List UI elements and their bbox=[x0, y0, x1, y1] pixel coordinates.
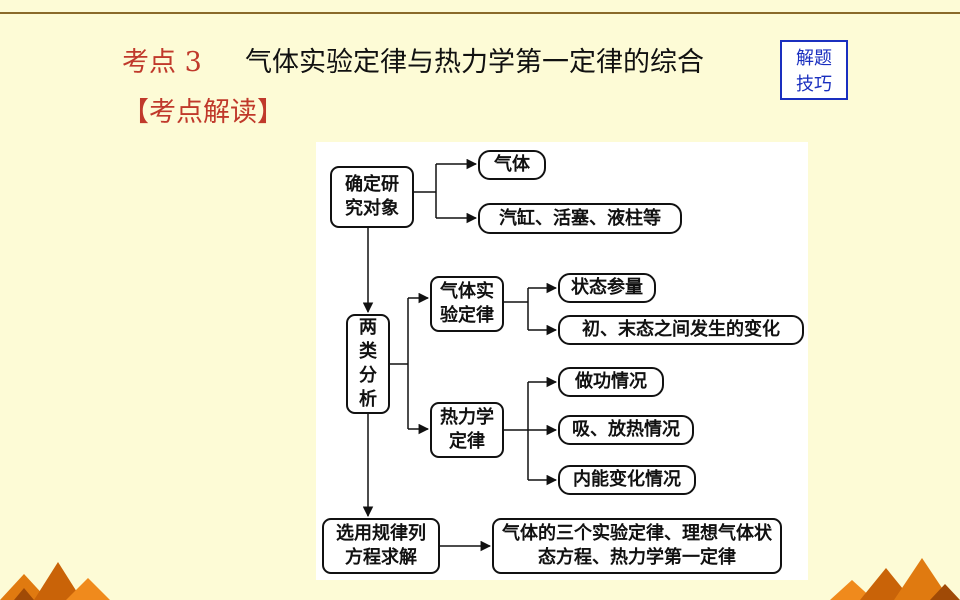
node-work: 做功情况 bbox=[558, 367, 664, 397]
flowchart-panel: 确定研究对象 气体 汽缸、活塞、液柱等 两类分析 气体实验定律 状态参量 初、末… bbox=[316, 142, 808, 580]
tips-line-2: 技巧 bbox=[796, 74, 832, 95]
node-equations: 气体的三个实验定律、理想气体状态方程、热力学第一定律 bbox=[492, 518, 782, 574]
page-title: 考点 3 气体实验定律与热力学第一定律的综合 bbox=[122, 40, 704, 79]
section-heading: 【考点解读】 bbox=[122, 97, 284, 128]
node-state-change: 初、末态之间发生的变化 bbox=[558, 315, 804, 345]
node-gas-laws: 气体实验定律 bbox=[430, 276, 504, 332]
corner-decoration-right bbox=[830, 558, 960, 600]
node-gas: 气体 bbox=[478, 150, 546, 180]
node-cylinder: 汽缸、活塞、液柱等 bbox=[478, 203, 682, 234]
top-rule bbox=[0, 12, 960, 14]
node-state-params: 状态参量 bbox=[558, 273, 656, 303]
node-heat: 吸、放热情况 bbox=[558, 415, 694, 445]
title-text: 气体实验定律与热力学第一定律的综合 bbox=[244, 47, 704, 78]
node-internal-energy: 内能变化情况 bbox=[558, 465, 696, 495]
tips-button[interactable]: 解题 技巧 bbox=[780, 40, 848, 100]
node-thermo-law: 热力学定律 bbox=[430, 402, 504, 458]
node-choose-law: 选用规律列方程求解 bbox=[322, 518, 440, 574]
tips-line-1: 解题 bbox=[796, 48, 832, 69]
title-number: 3 bbox=[184, 47, 202, 78]
node-research-object: 确定研究对象 bbox=[330, 166, 414, 228]
title-prefix: 考点 bbox=[122, 47, 176, 78]
flowchart-connectors bbox=[362, 158, 558, 552]
corner-decoration-left bbox=[0, 562, 110, 600]
node-two-analyses: 两类分析 bbox=[346, 314, 390, 414]
